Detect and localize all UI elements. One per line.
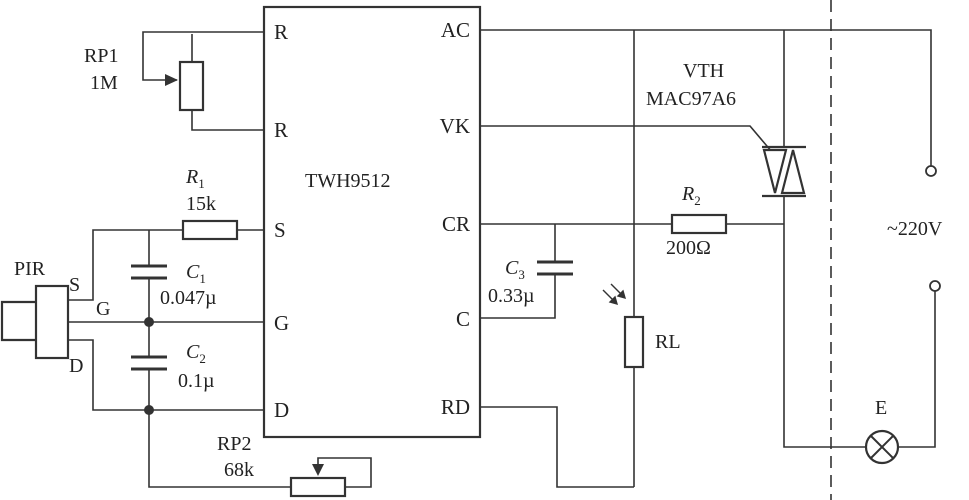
ic-pin-vk: VK [440, 114, 470, 138]
rp1-value: 1M [90, 72, 118, 94]
rp2-wiper-arrow [312, 464, 324, 476]
r1-value: 15k [186, 193, 216, 215]
r2-resistor [670, 213, 728, 235]
vth-name: VTH [683, 60, 724, 82]
ic-pin-r-bottom: R [274, 118, 288, 142]
ic-name: TWH9512 [305, 170, 391, 192]
lamp-icon [864, 429, 900, 465]
ic-pin-d: D [274, 398, 289, 422]
pir-sensor [0, 284, 70, 360]
rl-photoresistor [623, 315, 645, 369]
rp1-resistor [178, 60, 205, 112]
junction-d [144, 405, 154, 415]
pir-name: PIR [14, 258, 46, 280]
triac-symbol [762, 145, 806, 198]
rp1-name: RP1 [84, 45, 118, 67]
r1-label: R1 [185, 166, 205, 191]
ic-pin-s: S [274, 218, 286, 242]
light-rays-icon [602, 283, 627, 306]
ic-pin-cr: CR [442, 212, 470, 236]
r1-resistor [181, 219, 239, 241]
pir-pin-s: S [69, 274, 80, 296]
r2-label: R2 [681, 183, 701, 208]
supply-terminal-top [925, 165, 937, 177]
pir-pin-g: G [96, 298, 110, 320]
pir-pin-d: D [69, 355, 83, 377]
supply-label: ~220V [887, 218, 943, 240]
c1-label: C1 [186, 261, 206, 286]
ic-pin-ac: AC [441, 18, 470, 42]
vth-part: MAC97A6 [646, 88, 736, 110]
rl-name: RL [655, 331, 681, 353]
r2-value: 200Ω [666, 237, 711, 259]
ic-pin-g: G [274, 311, 289, 335]
ic-body [262, 5, 482, 439]
rp1-wiper-arrow [165, 74, 178, 86]
lamp-name: E [875, 397, 887, 419]
supply-terminal-bottom [929, 280, 941, 292]
c2-label: C2 [186, 341, 206, 366]
junction-g [144, 317, 154, 327]
rp2-resistor [289, 476, 347, 498]
rp2-value: 68k [224, 459, 254, 481]
c3-label: C3 [505, 257, 525, 282]
ic-pin-r-top: R [274, 20, 288, 44]
rp2-name: RP2 [217, 433, 251, 455]
wires [68, 29, 936, 488]
c2-value: 0.1µ [178, 370, 215, 392]
ic-pin-rd: RD [441, 395, 470, 419]
ic-pin-c: C [456, 307, 470, 331]
c1-value: 0.047µ [160, 287, 217, 309]
c3-value: 0.33µ [488, 285, 535, 307]
